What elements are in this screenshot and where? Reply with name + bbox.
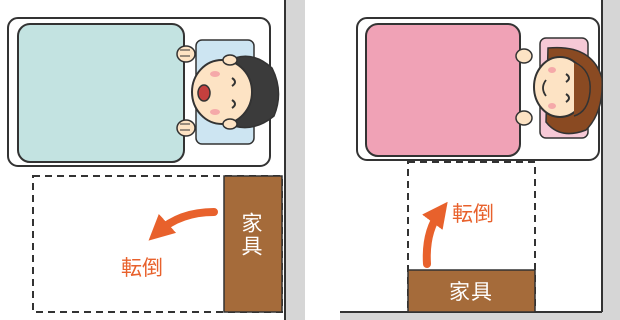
right-furniture	[407, 269, 536, 313]
left-panel	[7, 0, 305, 320]
left-wall	[285, 0, 305, 320]
right-furniture-label: 家具	[449, 280, 493, 304]
right-fall-label: 転倒	[452, 202, 494, 226]
right-panel	[340, 0, 620, 320]
left-curved-arrow-icon	[148, 208, 218, 241]
left-fall-label: 転倒	[121, 256, 163, 280]
right-floor	[340, 312, 620, 320]
right-wall	[602, 0, 620, 320]
left-furniture-label: 家具	[239, 212, 263, 258]
left-furniture	[223, 175, 283, 313]
sleeping-girl-icon	[515, 46, 603, 135]
sleeping-boy-icon	[176, 45, 280, 137]
right-curved-arrow-icon	[422, 201, 448, 268]
